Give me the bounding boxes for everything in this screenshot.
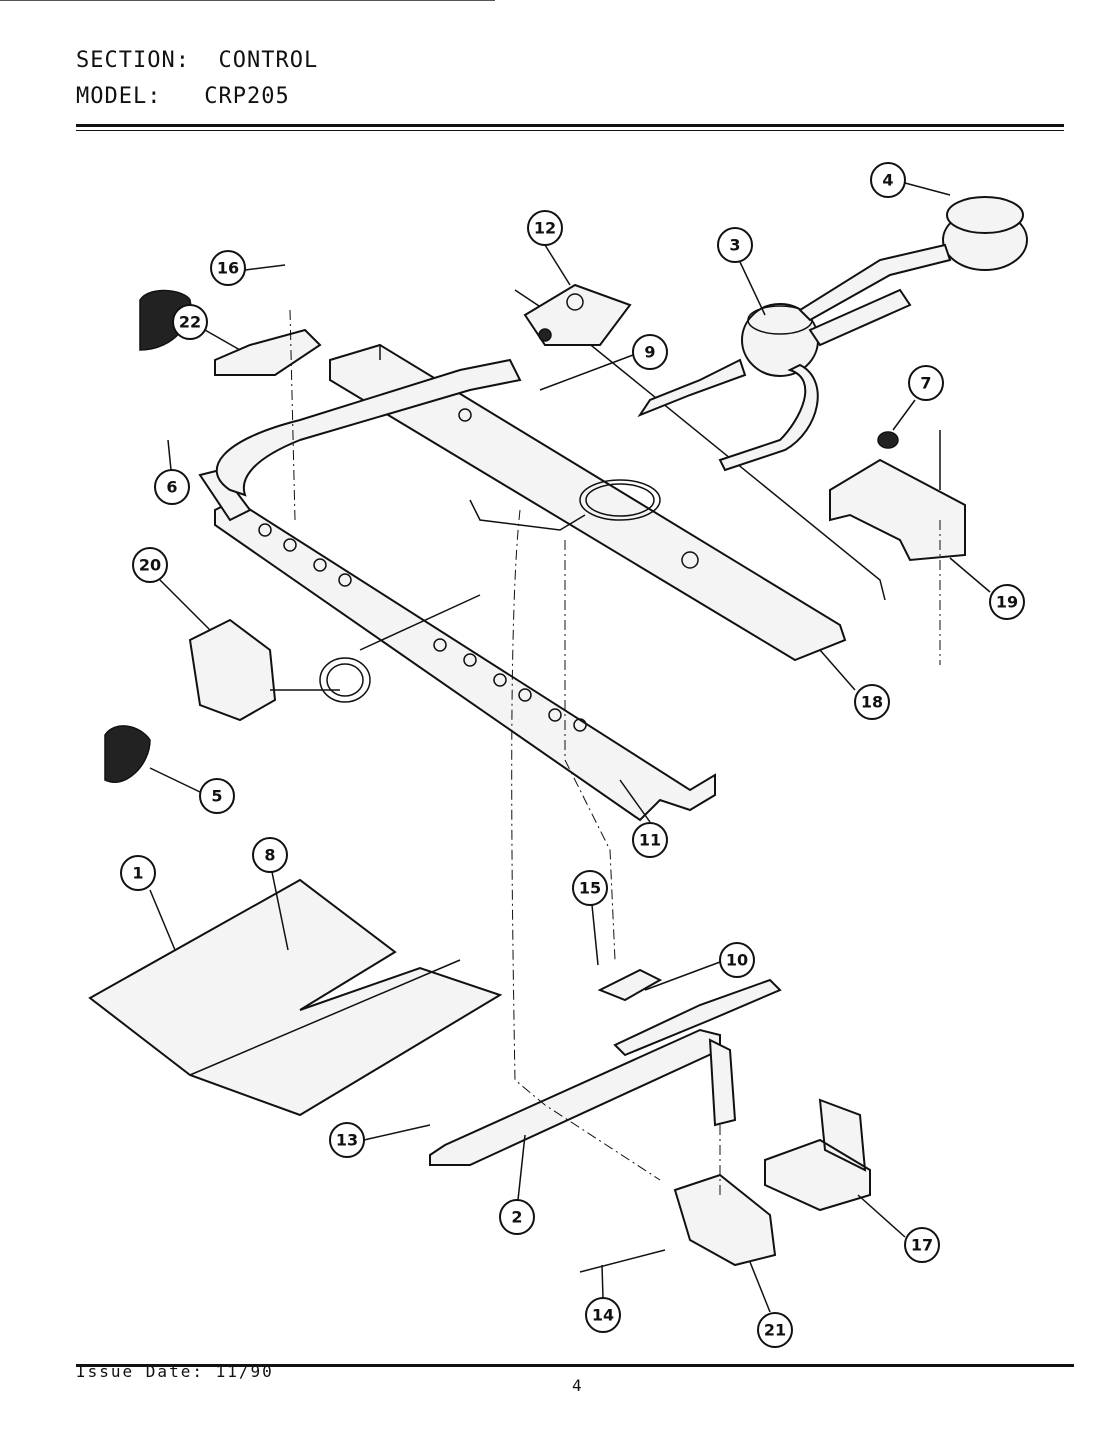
svg-text:11: 11 — [639, 831, 661, 850]
issue-date: Issue Date: 11/90 — [76, 1362, 274, 1381]
callout-13: 13 — [329, 1122, 431, 1158]
lower-valve-assembly — [579, 968, 782, 1273]
footer-rule — [76, 1364, 1074, 1367]
thermostat-capillary — [469, 289, 886, 601]
svg-text:6: 6 — [166, 478, 177, 497]
heat-shield — [88, 878, 503, 1117]
svg-text:9: 9 — [644, 343, 655, 362]
thermostat-bracket — [829, 430, 966, 562]
header-rule-thick — [76, 124, 1064, 127]
callout-6: 6 — [154, 439, 190, 505]
knob-5 — [104, 725, 151, 783]
header-rule-thin — [76, 130, 1064, 131]
callout-22: 22 — [172, 304, 241, 351]
oven-thermostat — [188, 594, 481, 722]
callout-7: 7 — [892, 365, 944, 431]
manifold-bracket — [329, 343, 847, 662]
svg-text:5: 5 — [211, 787, 222, 806]
oven-burner — [637, 288, 912, 472]
svg-text:19: 19 — [996, 593, 1018, 612]
callout-16: 16 — [210, 250, 286, 286]
svg-text:7: 7 — [920, 374, 931, 393]
dashed-leaders — [289, 309, 941, 1195]
callout-12: 12 — [527, 210, 571, 286]
section-value: CONTROL — [218, 48, 319, 73]
svg-text:3: 3 — [729, 236, 740, 255]
callout-9: 9 — [539, 334, 668, 391]
svg-text:1: 1 — [132, 864, 143, 883]
manifold-pipe — [198, 468, 716, 822]
section-label: SECTION: — [76, 48, 190, 73]
top-gas-tube — [215, 358, 522, 497]
model-heading: MODEL: CRP205 — [76, 84, 290, 109]
callout-4: 4 — [870, 162, 951, 198]
knob-6 — [139, 289, 192, 351]
callout-3: 3 — [717, 227, 766, 316]
page-number: 4 — [572, 1376, 582, 1395]
callout-19: 19 — [949, 557, 1025, 620]
callout-21: 21 — [749, 1261, 793, 1348]
svg-text:14: 14 — [592, 1306, 614, 1325]
svg-text:8: 8 — [264, 846, 275, 865]
svg-text:4: 4 — [882, 171, 893, 190]
svg-text:2: 2 — [511, 1208, 522, 1227]
model-label: MODEL: — [76, 84, 162, 109]
svg-text:12: 12 — [534, 219, 556, 238]
callout-2: 2 — [499, 1134, 535, 1235]
callout-20: 20 — [132, 547, 211, 631]
svg-text:13: 13 — [336, 1131, 358, 1150]
svg-text:21: 21 — [764, 1321, 786, 1340]
valve-22 — [214, 328, 322, 376]
svg-text:22: 22 — [179, 313, 201, 332]
svg-text:20: 20 — [139, 556, 161, 575]
mounting-bracket-17 — [764, 1098, 871, 1212]
callout-11: 11 — [619, 779, 668, 858]
callout-8: 8 — [252, 837, 289, 951]
svg-text:15: 15 — [579, 879, 601, 898]
section-heading: SECTION: CONTROL — [76, 48, 318, 73]
callout-10: 10 — [644, 942, 755, 991]
callout-1: 1 — [120, 855, 176, 951]
pilot-block — [523, 283, 632, 346]
callout-5: 5 — [149, 767, 235, 814]
callout-17: 17 — [857, 1194, 940, 1263]
callout-15: 15 — [572, 870, 608, 966]
broil-burner — [798, 196, 1028, 322]
svg-text:16: 16 — [217, 259, 239, 278]
svg-text:17: 17 — [911, 1236, 933, 1255]
svg-text:18: 18 — [861, 693, 883, 712]
callout-18: 18 — [819, 649, 890, 720]
callout-14: 14 — [585, 1264, 621, 1333]
svg-text:10: 10 — [726, 951, 748, 970]
model-value: CRP205 — [204, 84, 290, 109]
top-edge-rule — [0, 0, 495, 1]
part-2-bar — [429, 1028, 721, 1166]
